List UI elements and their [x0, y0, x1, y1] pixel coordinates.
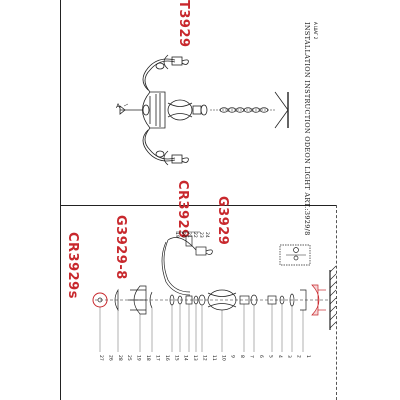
part-number: 11 [210, 355, 216, 361]
part-number: 19 [135, 355, 141, 361]
arm-part-number: 24 [204, 232, 209, 238]
part-number: 4 [276, 355, 282, 358]
part-number: 12 [201, 355, 207, 361]
parts-exploded-page [60, 205, 337, 400]
part-number: 26 [107, 355, 113, 361]
code-g3929: G3929 [215, 196, 230, 246]
arm-part-number: 19 [174, 232, 179, 238]
part-number: 18 [145, 355, 151, 361]
code-t3929: T3929 [176, 0, 191, 48]
part-number: 1 [305, 355, 310, 358]
part-number: 15 [173, 355, 179, 361]
part-number: 16 [163, 355, 169, 361]
assembled-chandelier [119, 54, 289, 166]
arm-part-number: 22 [192, 232, 197, 238]
part-number: 6 [257, 355, 263, 358]
central-bowl [142, 91, 166, 129]
part-number: 27 [98, 355, 103, 361]
exploded-view [92, 231, 337, 352]
part-number: 5 [267, 355, 273, 358]
part-number: 10 [220, 355, 226, 361]
code-cr3929: CR3929 [175, 180, 190, 239]
part-number: 14 [182, 355, 188, 361]
glass-body [167, 99, 193, 121]
part-number: 8 [239, 355, 245, 358]
code-cr3929s: CR3929s [65, 232, 80, 299]
part-number: 2 [295, 355, 301, 358]
arm-part-number: 21 [186, 232, 191, 238]
marker-a: A [116, 103, 121, 110]
code-g3929-8: G3929-8 [113, 215, 128, 280]
exploded-arm [163, 239, 191, 293]
step-label: A ШАГ 2 [313, 22, 318, 40]
part-number: 28 [116, 355, 122, 361]
part-number: 3 [286, 355, 292, 358]
part-number: 13 [192, 355, 198, 361]
bottom-arm [144, 127, 176, 160]
top-arm [144, 60, 176, 93]
arm-part-number: 20 [180, 232, 185, 238]
chain-links [219, 107, 269, 113]
part-number: 9 [229, 355, 235, 358]
instruction-title: INSTALLATION INSTRUCTION ODEON LIGHT ART… [303, 22, 311, 236]
part-number: 17 [154, 355, 160, 361]
part-number: 25 [126, 355, 132, 361]
assembly-page [60, 0, 336, 206]
arm-part-number: 23 [198, 232, 203, 238]
part-number: 7 [248, 355, 254, 358]
